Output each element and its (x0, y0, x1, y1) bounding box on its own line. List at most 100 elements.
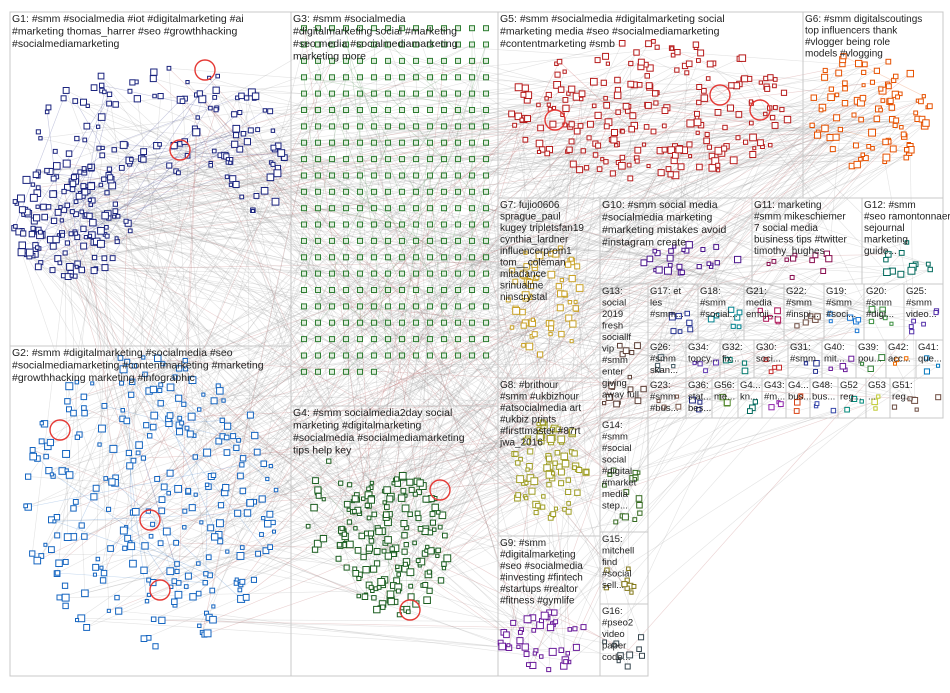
group-label-line: #social... (700, 309, 738, 320)
graph-node (372, 140, 377, 145)
graph-node (519, 631, 523, 635)
graph-node (204, 449, 211, 456)
graph-node (803, 320, 808, 325)
graph-node (686, 242, 692, 248)
graph-node (428, 157, 433, 162)
graph-node (120, 142, 127, 149)
group-label-line: #smm (790, 354, 816, 365)
graph-node (414, 206, 419, 211)
group-label-line: tom__coleman (500, 258, 566, 269)
graph-node (372, 189, 377, 194)
graph-node (240, 546, 244, 550)
graph-node (909, 325, 913, 329)
group-label-line: influencerprom1 (500, 246, 572, 257)
group-label-g9: G9: #smm#digitalmarketing#seo #socialmed… (500, 538, 583, 607)
graph-node (39, 230, 43, 234)
graph-node (442, 91, 447, 96)
graph-node (237, 553, 244, 560)
graph-node (470, 320, 475, 325)
graph-node (217, 388, 224, 395)
graph-node (573, 644, 579, 650)
graph-node (470, 173, 475, 178)
graph-node (926, 262, 930, 266)
graph-node (225, 423, 231, 429)
graph-node (409, 584, 413, 588)
group-label-line: #bus... (650, 403, 679, 414)
graph-node (522, 344, 526, 348)
group-label-line: G53 (868, 380, 886, 391)
group-label-line: models #vlogging (805, 49, 883, 60)
graph-edge (542, 366, 939, 621)
graph-node (367, 516, 371, 520)
graph-node (302, 337, 307, 342)
graph-node (735, 256, 741, 262)
group-label-line: sell... (602, 580, 624, 591)
graph-node (564, 660, 568, 664)
graph-node (504, 632, 510, 638)
graph-node (558, 87, 564, 93)
group-label-line: code... (602, 652, 631, 663)
graph-node (470, 75, 475, 80)
graph-node (436, 548, 441, 553)
graph-node (635, 159, 639, 163)
graph-node (514, 452, 518, 456)
graph-node (537, 103, 541, 107)
graph-node (604, 103, 610, 109)
graph-node (889, 105, 895, 111)
graph-node (39, 439, 44, 444)
graph-node (522, 644, 528, 650)
graph-node (456, 91, 461, 96)
graph-node (886, 59, 891, 64)
graph-node (750, 134, 757, 141)
graph-node (400, 189, 405, 194)
graph-node (563, 70, 566, 73)
graph-node (640, 653, 645, 658)
graph-node (860, 95, 866, 101)
graph-node (72, 175, 77, 180)
graph-node (100, 578, 105, 583)
graph-node (484, 206, 489, 211)
graph-node (414, 58, 419, 63)
graph-node (770, 115, 774, 119)
graph-node (344, 124, 349, 129)
graph-node (267, 511, 273, 517)
graph-node (208, 525, 214, 531)
graph-node (60, 219, 63, 222)
graph-node (557, 59, 562, 64)
graph-node (619, 163, 626, 170)
group-label-line: 7 social media (754, 223, 818, 234)
graph-node (739, 55, 746, 62)
graph-node (141, 149, 147, 155)
graph-node (570, 340, 573, 343)
graph-node (675, 50, 680, 55)
graph-node (470, 288, 475, 293)
graph-node (372, 255, 377, 260)
graph-node (484, 353, 489, 358)
graph-node (316, 304, 321, 309)
group-label-line: G32: (722, 342, 743, 353)
graph-node (697, 100, 701, 104)
group-label-line: G41: (918, 342, 939, 353)
graph-node (158, 541, 163, 546)
graph-node (456, 173, 461, 178)
graph-node (428, 288, 433, 293)
graph-node (372, 108, 377, 113)
graph-node (240, 488, 246, 494)
group-label-line: #smm mikeschiemer (754, 212, 846, 223)
graph-node (372, 304, 377, 309)
graph-node (823, 68, 827, 72)
graph-node (136, 442, 143, 449)
graph-node (862, 84, 865, 87)
graph-node (82, 189, 88, 195)
group-label-line: media (746, 298, 773, 309)
graph-node (769, 405, 774, 410)
graph-node (167, 66, 171, 70)
graph-node (414, 108, 419, 113)
graph-node (355, 548, 361, 554)
graph-node (682, 248, 685, 251)
graph-node (588, 121, 594, 127)
graph-node (54, 515, 59, 520)
graph-node (577, 468, 582, 473)
graph-node (414, 288, 419, 293)
